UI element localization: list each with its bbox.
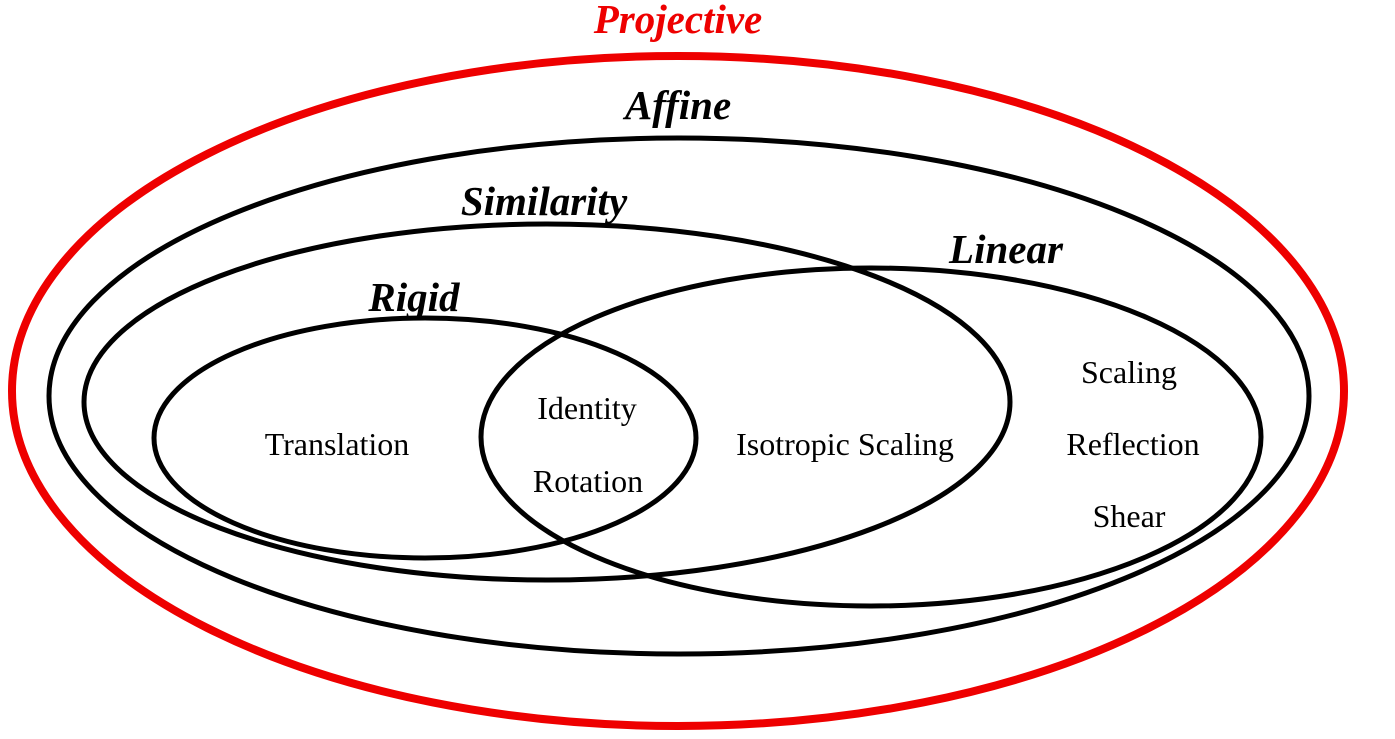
projective-title: Projective [593, 0, 762, 42]
member-shear: Shear [1093, 498, 1166, 534]
rigid-set-boundary [151, 315, 699, 561]
linear-set-boundary [478, 265, 1264, 609]
member-scaling: Scaling [1081, 354, 1177, 390]
rigid-title: Rigid [367, 274, 460, 320]
similarity-title: Similarity [461, 178, 628, 224]
similarity-set-boundary [81, 221, 1013, 583]
member-translation: Translation [265, 426, 410, 462]
affine-title: Affine [622, 82, 731, 128]
projective-set-boundary [8, 52, 1348, 730]
member-rotation: Rotation [533, 463, 643, 499]
affine-set-boundary [46, 135, 1312, 657]
member-identity: Identity [537, 390, 637, 426]
member-isotropic-scaling: Isotropic Scaling [736, 426, 954, 462]
linear-title: Linear [948, 226, 1064, 272]
member-reflection: Reflection [1066, 426, 1199, 462]
